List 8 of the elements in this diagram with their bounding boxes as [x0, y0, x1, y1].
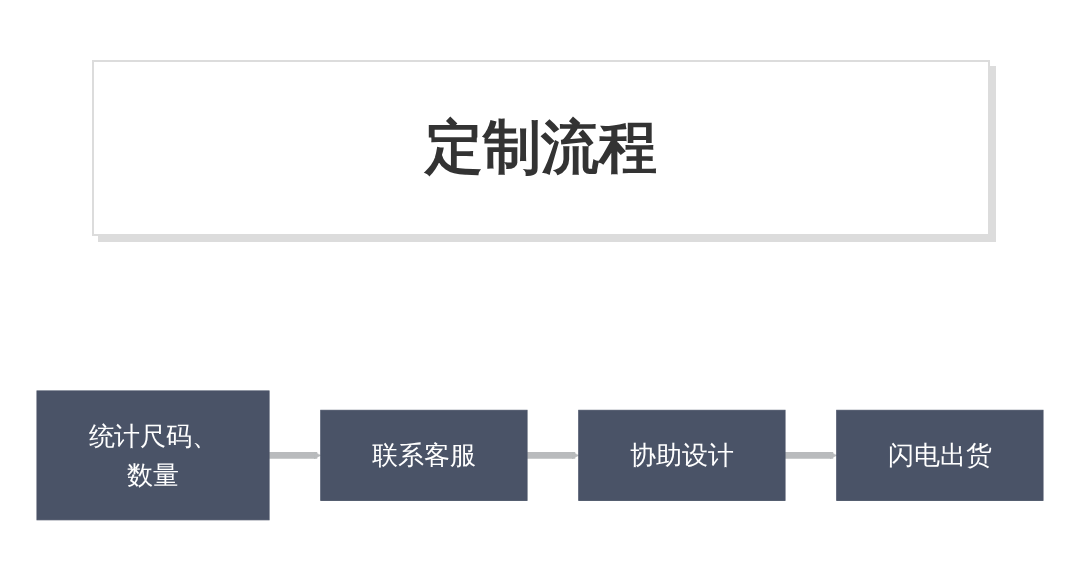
arrow — [269, 451, 322, 459]
arrow — [527, 451, 580, 459]
arrow — [785, 451, 837, 459]
node-box: 协助设计 — [578, 409, 786, 501]
node-box: 闪电出货 — [836, 409, 1044, 501]
node-box: 联系客服 — [320, 409, 528, 501]
node-box: 统计尺码、数量 — [36, 390, 270, 520]
title: 定制流程 — [425, 112, 657, 183]
